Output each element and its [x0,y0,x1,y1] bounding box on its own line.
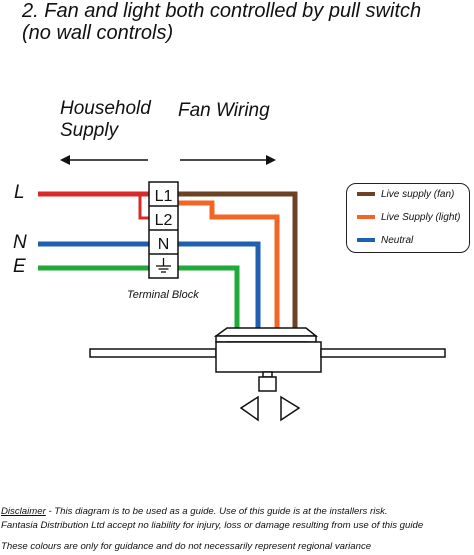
light-shade-right-icon [280,395,301,422]
terminal-l2: L2 [155,212,173,229]
title-line-1: 2. Fan and light both controlled by pull… [22,0,422,22]
legend-item-neutral: Neutral [357,235,413,246]
legend-item-light: Live Supply (light) [357,212,460,223]
ceiling-fan-icon [89,327,446,422]
fan-motor-housing [215,341,322,373]
legend-swatch-light [357,215,375,220]
title-line-2: (no wall controls) [22,22,174,44]
terminal-block-label: Terminal Block [127,289,199,301]
fan-blade-left [89,348,217,358]
fan-canopy-base [215,335,317,343]
household-arrow [60,155,148,165]
earth-supply-label: E [13,256,26,277]
terminal-block: L1 L2 N [148,181,179,279]
household-line-2: Supply [60,120,119,141]
diagram-title: 2. Fan and light both controlled by pull… [22,0,421,44]
legend-label-neutral: Neutral [381,235,414,246]
light-live-wire [178,200,280,328]
liability-line: Fantasia Distribution Ltd accept no liab… [1,520,424,531]
legend-label-light: Live Supply (light) [381,212,461,223]
fan-wiring-arrow [180,155,276,165]
fan-neutral-wire [178,241,261,328]
terminal-n: N [158,236,170,253]
terminal-l1: L1 [155,188,173,205]
live-supply-label: L [14,182,25,203]
light-shade-left-icon [239,395,259,422]
colours-note-line: These colours are only for guidance and … [1,541,372,552]
legend-swatch-fan [357,192,375,197]
earth-symbol-icon [156,258,171,273]
legend-label-fan: Live supply (fan) [381,189,455,200]
wire-legend: Live supply (fan) Live Supply (light) Ne… [346,183,470,253]
disclaimer-line: Disclaimer - This diagram is to be used … [1,506,388,517]
household-line-1: Household [60,98,151,119]
disclaimer-word: Disclaimer [1,506,46,517]
fan-blade-right [320,348,446,358]
fan-live-wire [178,191,298,328]
fan-earth-wire [178,265,240,328]
fan-light-holder [258,376,277,392]
legend-item-fan: Live supply (fan) [357,189,454,200]
legend-swatch-neutral [357,238,375,243]
fan-wiring-heading: Fan Wiring [178,100,270,121]
supply-link-wire [138,194,149,220]
disclaimer-text: - This diagram is to be used as a guide.… [45,506,388,517]
neutral-supply-label: N [13,232,27,253]
fan-canopy [213,327,319,337]
household-supply-heading: Household Supply [60,98,151,142]
